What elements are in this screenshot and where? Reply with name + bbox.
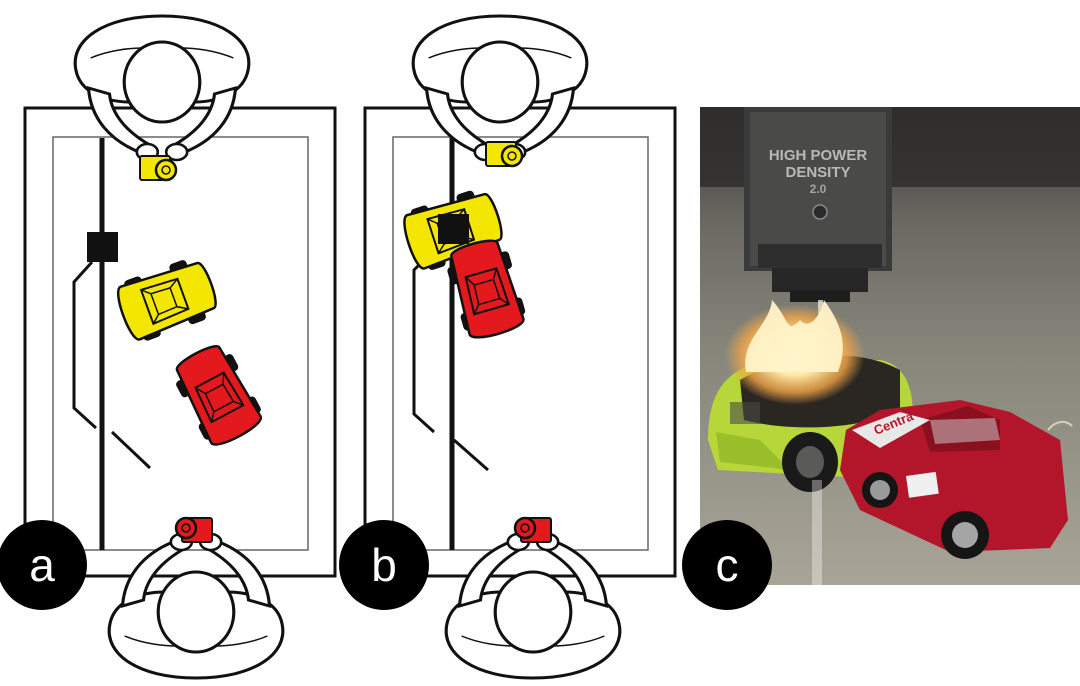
- obstacle-line: [110, 430, 152, 470]
- panel-a: a: [0, 14, 337, 680]
- panel-label-b: b: [371, 539, 397, 591]
- red-toy-truck: Centra: [840, 400, 1073, 559]
- panel-label-badge-a: [0, 520, 87, 610]
- machine-text-line3: 2.0: [810, 182, 827, 196]
- laser-head: [87, 232, 118, 262]
- machine-text-line1: HIGH POWER: [769, 147, 868, 164]
- obstacle-line: [453, 438, 489, 472]
- laser-cutter-head: HIGH POWER DENSITY 2.0: [744, 107, 892, 302]
- flame: [745, 300, 843, 372]
- red-controller: [174, 516, 214, 544]
- panel-label-badge-c: [682, 520, 772, 610]
- panel-b: b: [339, 14, 677, 680]
- panel-label-a: a: [29, 539, 55, 591]
- panel-c-photo: HIGH POWER DENSITY 2.0 Cent: [700, 107, 1080, 585]
- yellow-controller: [484, 140, 524, 168]
- track-area: [52, 136, 309, 551]
- panel-label-badge-b: [339, 520, 429, 610]
- floor-light-streak: [812, 480, 822, 585]
- red-controller: [513, 516, 553, 544]
- yellow-controller: [138, 154, 178, 182]
- machine-text-line2: DENSITY: [785, 164, 850, 181]
- track-area: [392, 136, 649, 551]
- laser-head: [438, 214, 469, 244]
- panel-label-c: c: [716, 539, 739, 591]
- laser-cable: [72, 260, 98, 430]
